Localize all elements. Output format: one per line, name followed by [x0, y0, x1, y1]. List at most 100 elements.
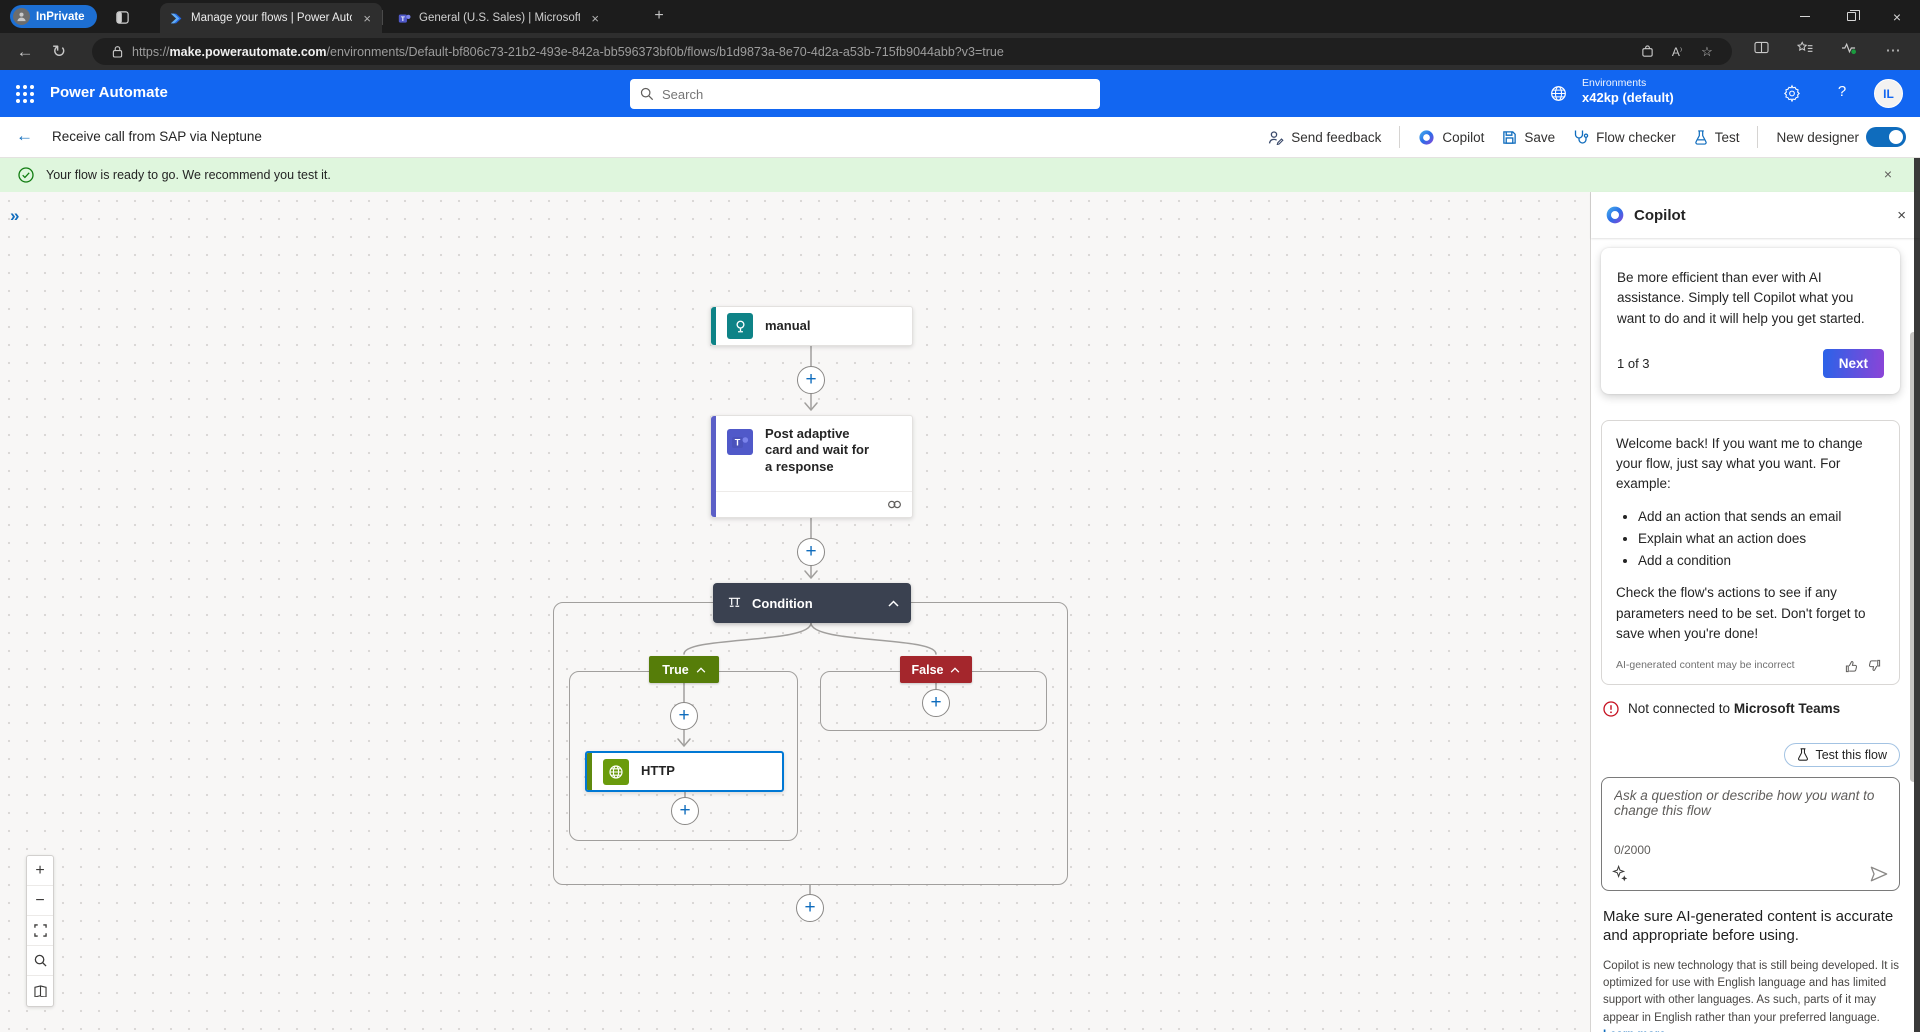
- condition-icon: [728, 597, 741, 607]
- true-label: True: [662, 662, 689, 677]
- next-button[interactable]: Next: [1822, 348, 1884, 378]
- insert-step-button[interactable]: +: [797, 538, 825, 566]
- window-close-button[interactable]: ×: [1892, 8, 1902, 25]
- test-this-flow-button[interactable]: Test this flow: [1784, 742, 1900, 767]
- tab-teams[interactable]: T General (U.S. Sales) | Microsoft Te ×: [388, 3, 610, 33]
- flow-checker-button[interactable]: Flow checker: [1573, 129, 1676, 145]
- tab-close-icon[interactable]: ×: [591, 10, 599, 26]
- message-bullet: Add a condition: [1638, 551, 1885, 571]
- save-button[interactable]: Save: [1502, 130, 1555, 145]
- copilot-button[interactable]: Copilot: [1418, 129, 1484, 146]
- app-install-icon[interactable]: [1632, 45, 1662, 58]
- new-tab-button[interactable]: +: [654, 7, 664, 24]
- action-title: Post adaptive card and wait for a respon…: [765, 426, 870, 474]
- insert-step-button[interactable]: +: [922, 689, 950, 717]
- trigger-title: manual: [765, 317, 811, 333]
- copilot-close-icon[interactable]: ×: [1897, 206, 1906, 224]
- tab-close-icon[interactable]: ×: [363, 10, 371, 26]
- inprivate-badge[interactable]: InPrivate: [10, 5, 97, 28]
- zoom-in-button[interactable]: +: [27, 856, 53, 886]
- expand-panel-icon[interactable]: »: [10, 206, 20, 225]
- flow-checker-label: Flow checker: [1596, 129, 1676, 145]
- action-accent: [587, 753, 592, 790]
- tab-label: Manage your flows | Power Auto: [191, 12, 353, 24]
- panel-scrollbar-thumb[interactable]: [1910, 332, 1917, 782]
- prompt-library-sparkle-icon[interactable]: [1612, 865, 1629, 882]
- send-feedback-label: Send feedback: [1291, 129, 1382, 145]
- settings-gear-icon[interactable]: [1783, 84, 1807, 102]
- action-card-http[interactable]: HTTP: [585, 751, 784, 792]
- minimap-button[interactable]: [27, 976, 53, 1006]
- inprivate-label: InPrivate: [36, 10, 85, 23]
- search-icon: [640, 87, 654, 101]
- minimize-button[interactable]: [1782, 0, 1828, 33]
- new-designer-toggle[interactable]: New designer: [1776, 127, 1906, 147]
- search-input[interactable]: [662, 86, 1090, 102]
- thumbs-down-icon[interactable]: [1863, 659, 1885, 673]
- thumbs-up-icon[interactable]: [1841, 659, 1863, 673]
- favorite-star-icon[interactable]: ☆: [1701, 43, 1713, 59]
- url-host: make.powerautomate.com: [169, 44, 327, 59]
- tab-power-automate[interactable]: Manage your flows | Power Auto ×: [160, 3, 382, 33]
- profile-avatar-icon: [13, 8, 30, 25]
- flow-canvas[interactable]: » manual T Post adaptive card and wait f…: [0, 192, 1590, 1032]
- more-menu-icon[interactable]: ⋯: [1885, 42, 1901, 59]
- collapse-chevron-icon[interactable]: [888, 599, 899, 607]
- favorites-icon[interactable]: [1792, 41, 1818, 55]
- char-counter: 0/2000: [1614, 842, 1651, 857]
- split-screen-icon[interactable]: [1748, 41, 1774, 54]
- link-icon[interactable]: [887, 499, 902, 510]
- power-automate-header: Power Automate Environments x42kp (defau…: [0, 70, 1920, 117]
- insert-step-button[interactable]: +: [670, 702, 698, 730]
- true-branch-badge[interactable]: True: [649, 656, 719, 683]
- back-to-flows-button[interactable]: ←: [16, 126, 33, 145]
- back-button[interactable]: ←: [16, 41, 34, 61]
- copilot-prompt-box[interactable]: 0/2000: [1601, 776, 1900, 891]
- insert-step-button[interactable]: +: [797, 366, 825, 394]
- environment-picker[interactable]: Environments x42kp (default): [1582, 77, 1674, 106]
- insert-step-button[interactable]: +: [671, 797, 699, 825]
- send-icon[interactable]: [1869, 865, 1889, 883]
- restore-button[interactable]: [1828, 0, 1874, 33]
- copilot-footer: Make sure AI-generated content is accura…: [1603, 907, 1900, 1032]
- false-branch-badge[interactable]: False: [900, 656, 972, 683]
- tab-actions-menu-icon[interactable]: [112, 7, 132, 27]
- environments-label: Environments: [1582, 77, 1647, 89]
- url-field[interactable]: https://make.powerautomate.com/environme…: [92, 38, 1732, 65]
- message-bullets: Add an action that sends an email Explai…: [1638, 507, 1885, 572]
- toggle-switch[interactable]: [1866, 127, 1906, 147]
- learn-more-link[interactable]: Learn more: [1603, 1029, 1666, 1032]
- trigger-accent: [711, 307, 716, 345]
- feedback-person-icon: [1269, 130, 1284, 145]
- window-controls: ×: [1782, 0, 1920, 33]
- fit-to-screen-button[interactable]: [27, 916, 53, 946]
- teaching-text: Be more efficient than ever with AI assi…: [1617, 270, 1865, 326]
- browser-scrollbar[interactable]: [1914, 158, 1920, 1032]
- action-card-teams[interactable]: T Post adaptive card and wait for a resp…: [710, 415, 913, 518]
- footer-title: Make sure AI-generated content is accura…: [1603, 907, 1894, 945]
- browser-essentials-icon[interactable]: [1836, 41, 1862, 55]
- zoom-search-button[interactable]: [27, 946, 53, 976]
- condition-title: Condition: [752, 595, 813, 611]
- footer-body: Copilot is new technology that is still …: [1603, 958, 1900, 1032]
- app-title: Power Automate: [50, 84, 168, 101]
- success-check-icon: [18, 167, 34, 183]
- lock-icon: [102, 45, 132, 58]
- manual-trigger-icon: [727, 313, 753, 339]
- banner-close-icon[interactable]: ×: [1883, 166, 1892, 182]
- read-aloud-icon[interactable]: A⁾: [1671, 44, 1683, 59]
- test-button[interactable]: Test: [1694, 130, 1739, 145]
- refresh-button[interactable]: ↻: [51, 41, 67, 61]
- insert-step-button[interactable]: +: [796, 894, 824, 922]
- condition-card[interactable]: Condition: [713, 583, 911, 623]
- send-feedback-button[interactable]: Send feedback: [1268, 130, 1381, 145]
- tab-divider: [382, 10, 383, 25]
- message-bullet: Add an action that sends an email: [1638, 507, 1885, 527]
- global-search[interactable]: [630, 79, 1100, 109]
- trigger-card-manual[interactable]: manual: [710, 306, 913, 346]
- zoom-out-button[interactable]: −: [27, 886, 53, 916]
- user-avatar[interactable]: IL: [1874, 79, 1903, 108]
- app-launcher-icon[interactable]: [16, 85, 34, 103]
- copilot-prompt-input[interactable]: [1614, 787, 1887, 826]
- help-icon[interactable]: ?: [1837, 83, 1847, 100]
